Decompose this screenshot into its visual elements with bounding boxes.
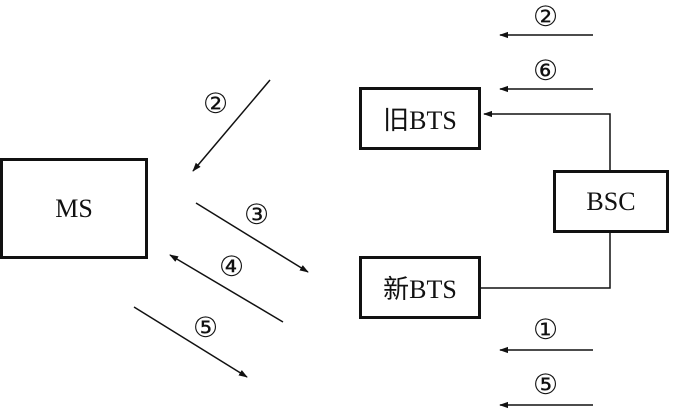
new-bts-label: 新BTS [383,275,457,304]
bsc-box: BSC [553,170,669,233]
step-label-right-2: ② [533,0,559,33]
arrow-step-5-air [133,306,248,378]
arrow-step-4-air [169,254,284,323]
arrow-step-3-air [195,202,309,273]
step-label-4-air: ④ [219,250,245,283]
bsc-to-old-bts-link [483,110,611,172]
bsc-to-new-bts-link [480,232,611,289]
new-bts-box: 新BTS [359,256,481,319]
bsc-label: BSC [586,186,636,216]
ms-label: MS [55,193,93,223]
step-label-5-air: ⑤ [193,311,219,344]
step-label-right-1: ① [533,313,559,346]
arrow-step-2-air [192,79,271,172]
old-bts-box: 旧BTS [359,87,481,150]
step-label-3-air: ③ [244,198,270,231]
step-label-right-6: ⑥ [533,54,559,87]
ms-box: MS [0,158,148,259]
step-label-right-5: ⑤ [533,368,559,401]
old-bts-label: 旧BTS [383,106,457,135]
step-label-2-air: ② [203,87,229,120]
